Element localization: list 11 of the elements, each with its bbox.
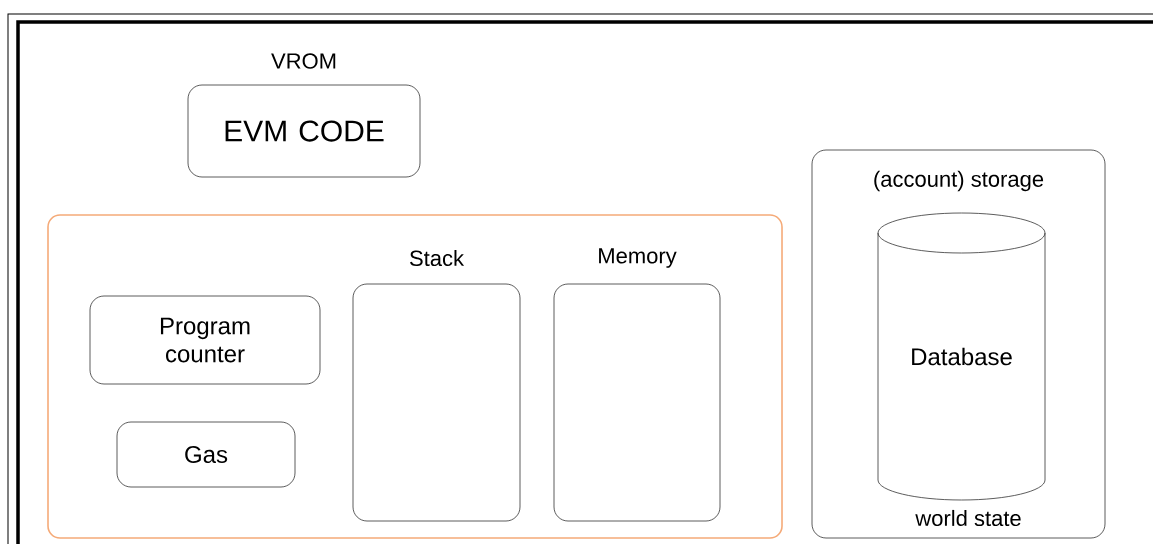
node-label: Database	[912, 347, 1012, 366]
rounded-box: Program counter	[89, 295, 321, 385]
database-cylinder: Database	[877, 212, 1046, 501]
rounded-box: Stack	[352, 249, 521, 522]
node-label: Memory	[599, 248, 677, 268]
container-box	[47, 214, 783, 539]
rounded-box: Memory	[553, 248, 721, 522]
rounded-box: Gas	[116, 421, 296, 488]
node-label: Stack	[410, 249, 465, 267]
node-label: VROM	[271, 53, 336, 69]
rounded-box: VROM EVM CODE	[187, 53, 421, 178]
